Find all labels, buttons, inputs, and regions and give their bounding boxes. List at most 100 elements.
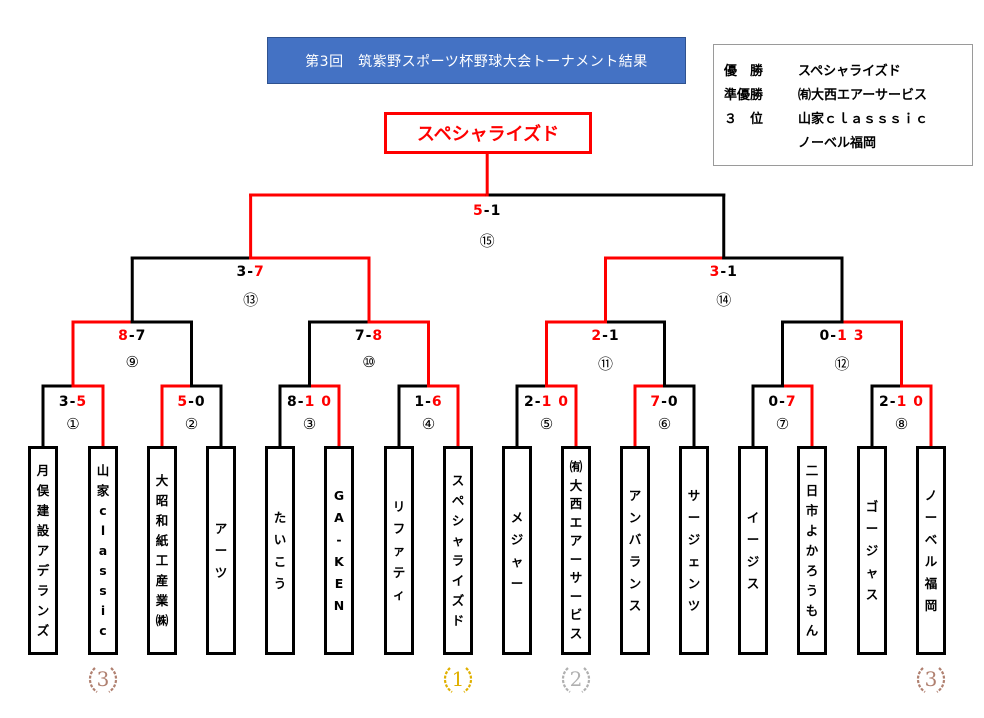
match-score: 7-0 <box>650 394 678 410</box>
team-name-char: 福 <box>924 575 938 591</box>
team-name-char: ャ <box>510 553 524 569</box>
team-name-char: ベ <box>924 531 938 547</box>
team-name-char: ア <box>628 487 642 503</box>
team-name-char: G <box>333 487 345 503</box>
result-row: 準優勝㈲大西エアーサービス <box>714 84 972 108</box>
team-name-char: ズ <box>451 592 465 608</box>
team-name-char: よ <box>805 522 819 538</box>
team-name-char: i <box>100 602 106 618</box>
score-dash: - <box>297 394 305 410</box>
team-name-char: デ <box>36 562 50 578</box>
team-name-char: 設 <box>36 522 50 538</box>
team-name: アーツ <box>209 518 233 584</box>
match-number: ⑭ <box>716 291 732 309</box>
match-number: ⑨ <box>125 353 139 371</box>
team-name-char: 昭 <box>155 492 169 508</box>
team-name-char: ー <box>214 542 228 558</box>
result-row: ３ 位山家ｃｌａｓｓｓｉｃ <box>714 108 972 132</box>
team-name-char: ン <box>36 602 50 618</box>
team-name-char: 紙 <box>155 532 169 548</box>
team-name-char: た <box>273 509 287 525</box>
team-box: アンバランス <box>620 446 650 655</box>
team-name-char: E <box>334 575 344 591</box>
team-name-char: ス <box>451 472 465 488</box>
team-name-char: 大 <box>155 472 169 488</box>
team-name-char: テ <box>392 564 406 580</box>
team-name-char: 岡 <box>924 597 938 613</box>
team-box: アーツ <box>206 446 236 655</box>
team-name-char: ー <box>746 531 760 547</box>
team-name-char: - <box>336 531 342 547</box>
team-name: 二日市よかろうもん <box>800 461 824 641</box>
score-left: 0 <box>819 328 831 344</box>
team-name-char: い <box>273 531 287 547</box>
score-right: 1 <box>727 264 738 280</box>
match-score: 3-1 <box>710 264 738 280</box>
team-name-char: 業 <box>155 592 169 608</box>
match-score: 7-8 <box>355 328 383 344</box>
result-team: ノーベル福岡 <box>798 136 877 151</box>
team-name-char: メ <box>510 509 524 525</box>
team-name-char: イ <box>451 572 465 588</box>
team-name: 大昭和紙工産業㈱ <box>150 471 174 631</box>
team-name: 月俣建設アデランズ <box>31 461 55 641</box>
team-name-char: う <box>273 575 287 591</box>
team-name-char: う <box>805 582 819 598</box>
team-name-char: ろ <box>805 562 819 578</box>
score-right: 1 <box>490 203 502 219</box>
match-score: 0-7 <box>768 394 796 410</box>
score-right: 0 <box>667 394 679 410</box>
team-name-char: ア <box>214 520 228 536</box>
team-name-char: ゴ <box>865 498 879 514</box>
team-name-char: ル <box>924 553 938 569</box>
score-left: 7 <box>650 394 662 410</box>
team-name-char: ァ <box>392 542 406 558</box>
match-score: 2-1 <box>591 328 619 344</box>
medal-icon: 1 <box>443 664 473 694</box>
match-score: 2-1 0 <box>879 394 924 410</box>
team-name-char: ビ <box>569 607 583 622</box>
team-name-char: エ <box>569 514 583 530</box>
team-box: リファティ <box>384 446 414 655</box>
team-name-char: ジ <box>687 531 701 547</box>
match-number: ① <box>66 415 80 433</box>
team-name-char: ド <box>451 612 465 628</box>
team-name-char: フ <box>392 520 406 536</box>
team-name-char: ャ <box>865 564 879 580</box>
team-name-char: 山 <box>96 462 110 478</box>
match-number: ⑤ <box>539 415 554 433</box>
match-score: 8-1 0 <box>287 394 332 410</box>
team-name-char: 西 <box>569 496 583 511</box>
score-left: 2 <box>591 328 603 344</box>
laurel-icon <box>443 667 473 693</box>
team-name-char: ㈱ <box>155 612 169 628</box>
score-left: 8 <box>118 328 129 344</box>
team-name: メジャー <box>505 507 529 595</box>
team-name-char: ー <box>569 588 583 604</box>
team-name-char: ノ <box>924 487 938 503</box>
team-name-char: ジ <box>510 531 524 547</box>
score-dash: - <box>779 394 786 410</box>
team-box: ノーベル福岡 <box>916 446 946 655</box>
score-right: 1 0 <box>896 394 924 410</box>
team-name-char: 二 <box>805 462 819 478</box>
score-right: 1 0 <box>541 394 569 410</box>
team-name: アンバランス <box>623 485 647 617</box>
match-number: ⑪ <box>597 355 614 373</box>
score-left: 8 <box>287 394 298 410</box>
medal-rank: 1 <box>451 667 465 691</box>
team-name: ノーベル福岡 <box>919 485 943 617</box>
score-dash: - <box>425 394 432 410</box>
team-name-char: s <box>99 562 107 578</box>
team-name: イージス <box>741 507 765 595</box>
team-box: サージェンツ <box>679 446 709 655</box>
team-name-char: ペ <box>451 492 465 508</box>
score-dash: - <box>661 394 668 410</box>
team-box: メジャー <box>502 446 532 655</box>
score-left: 3 <box>236 264 248 280</box>
score-right: 7 <box>254 264 265 280</box>
